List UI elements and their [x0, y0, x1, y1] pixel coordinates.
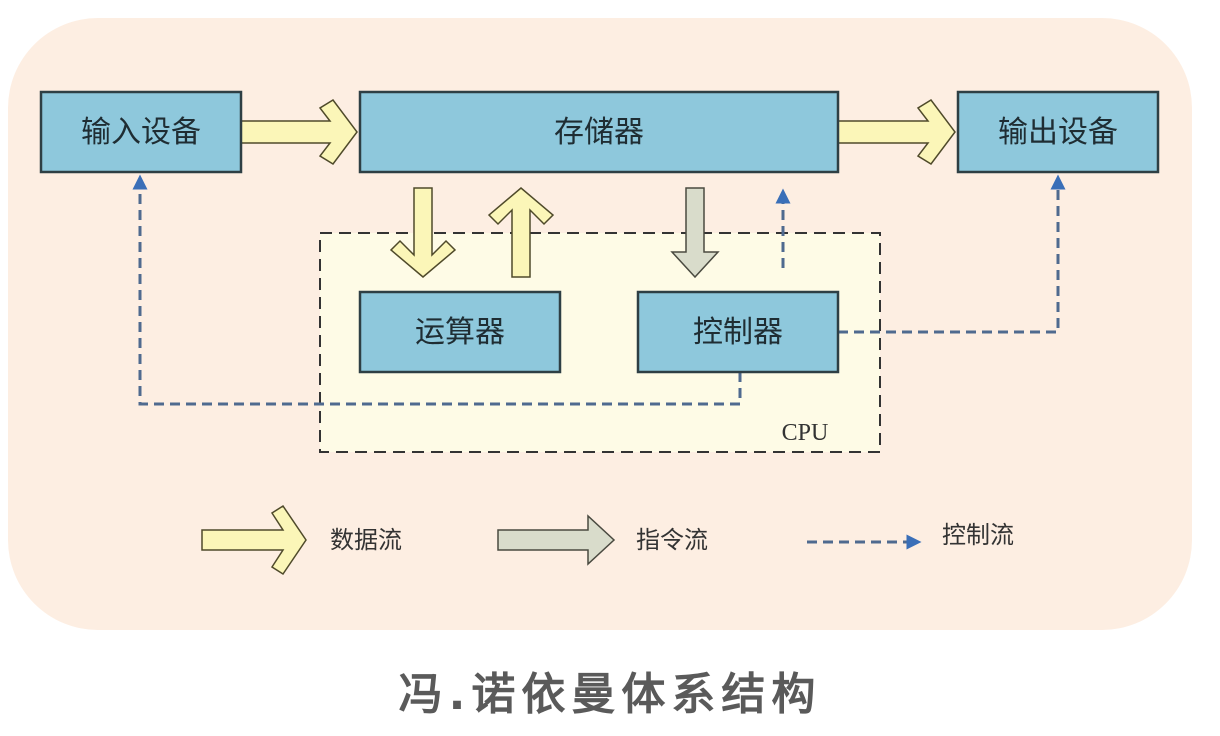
legend-control-flow-label: 控制流 [942, 521, 1014, 549]
control-controller-to-input [132, 174, 742, 406]
alu-label: 运算器 [415, 315, 505, 350]
legend-instruction-flow-arrow-icon [497, 514, 616, 566]
legend-instruction-flow-label: 指令流 [636, 526, 708, 554]
controller-label: 控制器 [693, 315, 783, 350]
output-device-label: 输出设备 [998, 115, 1118, 150]
legend-control-flow: 控制流 [807, 521, 1014, 550]
arrow-memory-to-controller [670, 187, 720, 279]
alu-box: 运算器 [358, 290, 562, 374]
legend-instruction-flow: 指令流 [497, 514, 708, 566]
input-device-box: 输入设备 [39, 90, 243, 174]
control-controller-to-output [838, 174, 1066, 334]
output-device-box: 输出设备 [956, 90, 1160, 174]
legend-data-flow: 数据流 [201, 504, 402, 576]
legend: 数据流 指令流 控制流 [201, 504, 1014, 576]
input-device-label: 输入设备 [81, 115, 201, 150]
arrow-alu-to-memory [487, 187, 555, 278]
arrow-input-to-memory [240, 99, 358, 165]
memory-box: 存储器 [358, 90, 840, 174]
arrow-memory-to-output [837, 99, 956, 165]
memory-label: 存储器 [554, 115, 644, 150]
legend-data-flow-label: 数据流 [330, 526, 402, 554]
cpu-label: CPU [782, 420, 829, 446]
arrow-memory-to-alu [389, 187, 457, 278]
diagram-title: 冯.诺依曼体系结构 [398, 669, 822, 720]
controller-box: 控制器 [636, 290, 840, 374]
legend-data-flow-arrow-icon [201, 504, 307, 576]
